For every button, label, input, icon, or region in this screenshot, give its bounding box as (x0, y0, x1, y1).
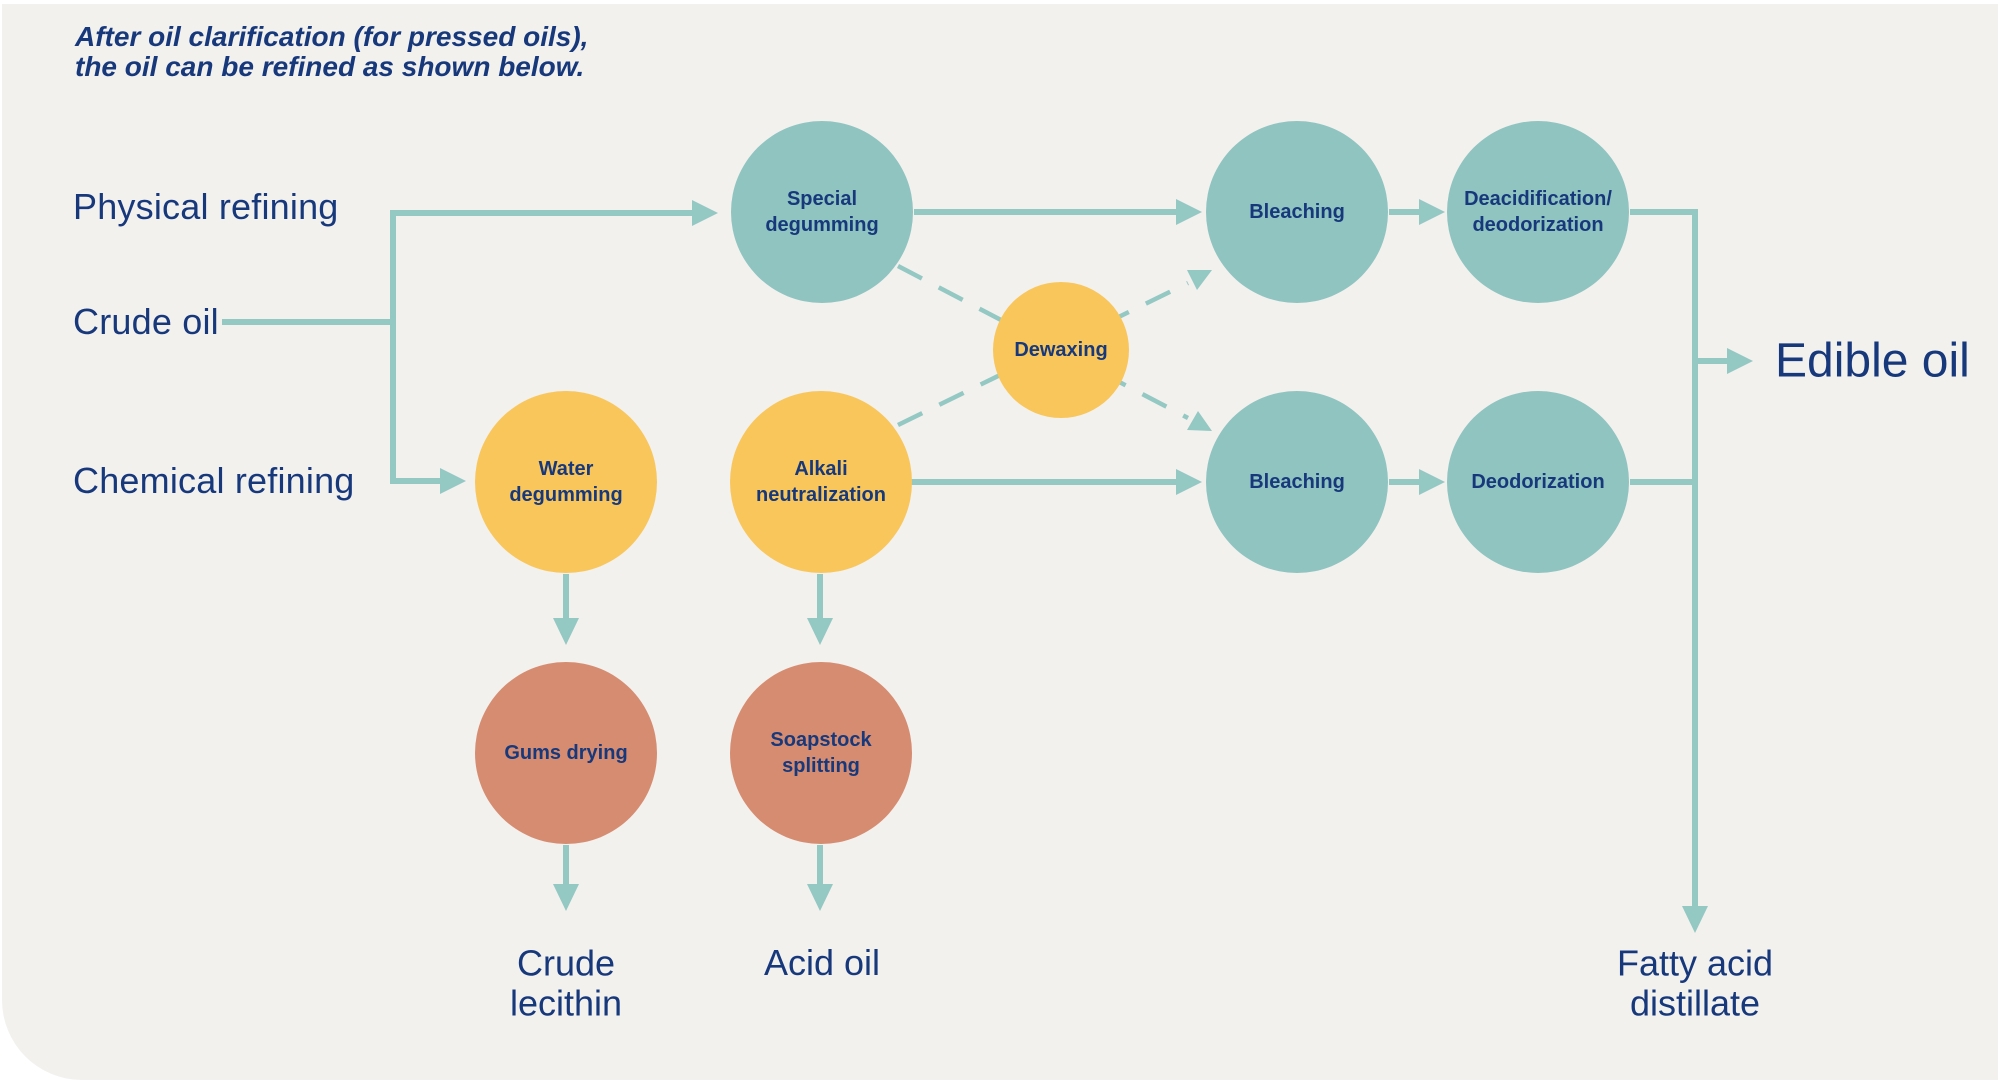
node-special-degumming-label: Special degumming (765, 188, 879, 236)
arrowhead-dashed-to-bleaching-top (1187, 270, 1212, 290)
arrowhead-physical-refining (692, 200, 718, 226)
arrowhead-crude-lecithin (553, 884, 579, 911)
node-gums-drying-label: Gums drying (504, 742, 628, 764)
arrowhead-special-to-bleaching (1176, 199, 1202, 225)
node-deacidification-deodorization: Deacidification/ deodorization (1447, 121, 1629, 303)
arrowhead-alkali-to-bleaching (1176, 469, 1202, 495)
node-bleaching-bottom-label: Bleaching (1249, 471, 1345, 493)
arrowhead-acid-oil (807, 884, 833, 911)
label-acid-oil: Acid oil (763, 942, 881, 984)
node-dewaxing-label: Dewaxing (1014, 339, 1108, 361)
arrowhead-fatty-acid-distillate (1682, 906, 1708, 933)
node-alkali-neutralization-label: Alkali neutralization (755, 458, 886, 506)
node-deacidification-deodorization-label: Deacidification/ deodorization (1464, 188, 1612, 236)
label-chemical-refining: Chemical refining (73, 460, 355, 501)
node-deodorization-label: Deodorization (1471, 471, 1605, 493)
label-edible-oil: Edible oil (1775, 334, 1970, 388)
arrowhead-dashed-to-bleaching-bottom (1187, 411, 1212, 431)
label-crude-oil: Crude oil (73, 301, 219, 342)
node-bleaching-top: Bleaching (1206, 121, 1388, 303)
node-special-degumming: Special degumming (731, 121, 913, 303)
node-gums-drying: Gums drying (475, 662, 657, 844)
node-bleaching-bottom: Bleaching (1206, 391, 1388, 573)
node-soapstock-splitting: Soapstock splitting (730, 662, 912, 844)
node-water-degumming: Water degumming (475, 391, 657, 573)
label-fatty-acid-distillate: Fatty acid distillate (1616, 942, 1774, 1023)
arrowhead-bleaching-to-deodorization (1419, 469, 1445, 495)
connector-branch (390, 210, 692, 484)
diagram-note-line1: After oil clarification (for pressed oil… (75, 21, 589, 52)
node-deodorization: Deodorization (1447, 391, 1629, 573)
arrowhead-alkali-to-soapstock (807, 618, 833, 645)
diagram-note-line2: the oil can be refined as shown below. (75, 51, 585, 82)
node-bleaching-top-label: Bleaching (1249, 201, 1345, 223)
label-physical-refining: Physical refining (73, 186, 339, 227)
arrowhead-chemical-refining (440, 468, 466, 494)
connector-collector-rail (1630, 209, 1698, 906)
arrowhead-water-to-gums (553, 618, 579, 645)
label-crude-lecithin: Crude lecithin (509, 942, 623, 1023)
node-dewaxing: Dewaxing (993, 282, 1129, 418)
node-alkali-neutralization: Alkali neutralization (730, 391, 912, 573)
node-water-degumming-label: Water degumming (509, 458, 623, 506)
diagram-note: After oil clarification (for pressed oil… (75, 22, 588, 82)
node-soapstock-splitting-label: Soapstock splitting (770, 729, 872, 777)
arrowhead-edible-oil (1727, 348, 1753, 374)
diagram-canvas (2, 4, 1998, 1080)
arrowhead-bleaching-to-deacidification (1419, 199, 1445, 225)
